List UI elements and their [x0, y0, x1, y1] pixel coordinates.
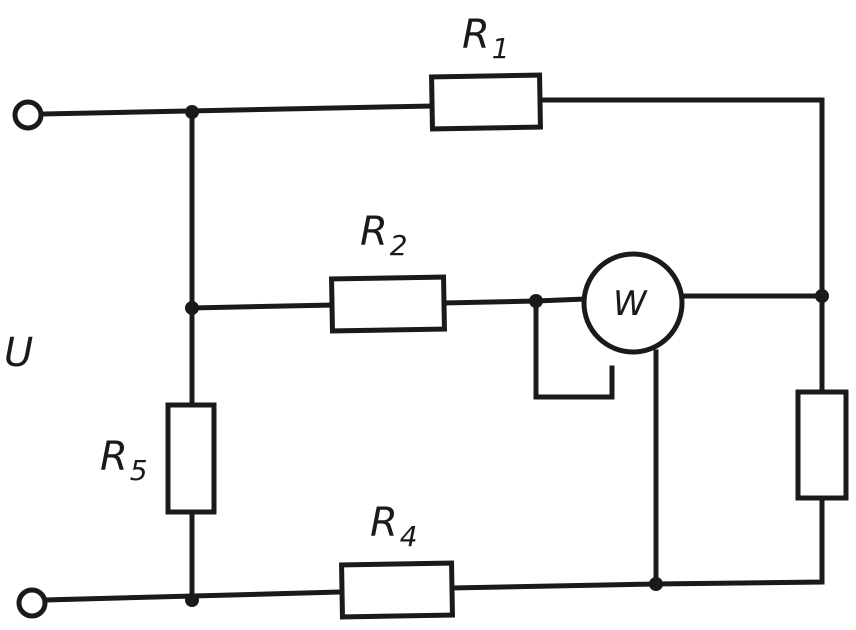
r2-right-wire: [441, 296, 589, 306]
junction-node: [185, 593, 199, 607]
resistor-right: [795, 389, 849, 501]
supply-voltage-label: U: [4, 330, 33, 376]
input-terminal-top: [12, 99, 44, 131]
label-r2: R2: [360, 209, 408, 262]
label-r1: R1: [462, 12, 510, 65]
junction-node: [185, 105, 199, 119]
resistor-r4: [339, 560, 455, 620]
junction-node: [649, 577, 663, 591]
right-upper-wire: [537, 97, 825, 299]
input-terminal-bottom: [16, 587, 48, 619]
junction-node: [185, 301, 199, 315]
resistor-r1: [429, 72, 543, 132]
wattmeter-circle: [581, 251, 685, 355]
right-lower-wire: [653, 495, 825, 587]
r2-left-wire: [189, 302, 335, 311]
label-r4: R4: [370, 500, 418, 553]
resistor-r2: [329, 274, 447, 334]
wattmeter-label: W: [613, 284, 648, 324]
voltage-coil-loop: [533, 298, 615, 400]
junction-node: [529, 294, 543, 308]
r4-right-wire: [449, 581, 659, 591]
input-wire-top: [41, 103, 435, 117]
label-r5: R5: [100, 434, 148, 487]
resistor-r5: [165, 402, 217, 515]
junction-node: [815, 289, 829, 303]
top-wires: [41, 97, 825, 299]
